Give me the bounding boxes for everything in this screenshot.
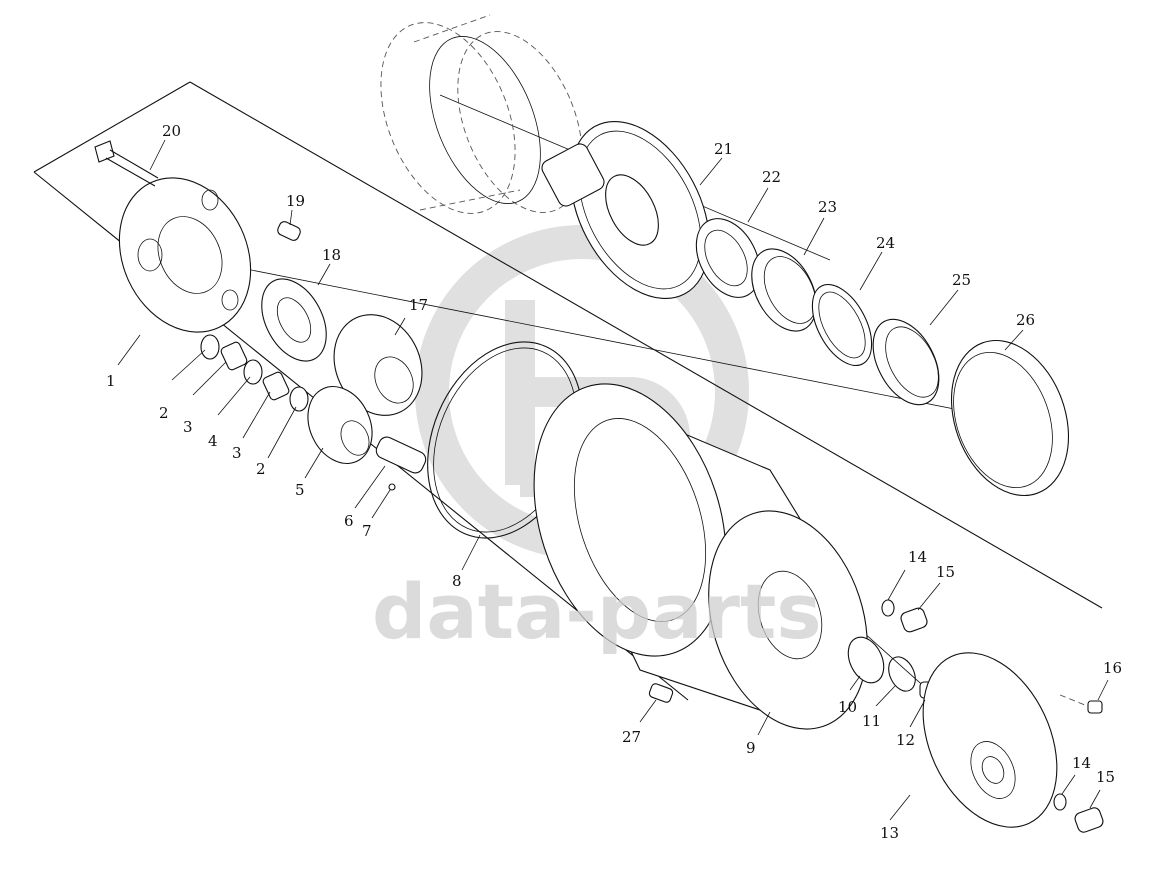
part-22-washer bbox=[695, 218, 761, 298]
callout-15: 15 bbox=[1096, 768, 1115, 786]
part-25-nut bbox=[872, 318, 940, 406]
part-18-washer bbox=[261, 278, 327, 362]
part-5-planet-gear bbox=[307, 386, 373, 464]
callout-4: 4 bbox=[208, 432, 218, 450]
callout-2: 2 bbox=[159, 404, 169, 422]
callout-18: 18 bbox=[322, 246, 341, 264]
part-27-bolt bbox=[648, 683, 674, 703]
part-13-cover bbox=[922, 652, 1058, 828]
parts-14-15-plugs-top bbox=[881, 599, 928, 633]
callout-5: 5 bbox=[295, 481, 305, 499]
leader-lines bbox=[117, 139, 1109, 821]
callout-26: 26 bbox=[1016, 311, 1035, 329]
callout-labels: 1 2 3 4 3 2 5 6 7 8 9 10 11 12 13 14 15 … bbox=[106, 122, 1122, 842]
callout-6: 6 bbox=[344, 512, 354, 530]
callout-14: 14 bbox=[1072, 754, 1091, 772]
part-24-lock-washer bbox=[811, 283, 873, 367]
callout-15: 15 bbox=[936, 563, 955, 581]
part-7-ball bbox=[388, 483, 396, 491]
callout-7: 7 bbox=[362, 522, 372, 540]
callout-19: 19 bbox=[286, 192, 305, 210]
callout-27: 27 bbox=[622, 728, 641, 746]
callout-23: 23 bbox=[818, 198, 837, 216]
callout-1: 1 bbox=[106, 372, 116, 390]
callout-16: 16 bbox=[1103, 659, 1122, 677]
part-20-bolt bbox=[94, 140, 159, 187]
callout-17: 17 bbox=[409, 296, 428, 314]
part-1-planet-carrier bbox=[118, 177, 252, 333]
callout-3: 3 bbox=[232, 444, 242, 462]
callout-21: 21 bbox=[714, 140, 733, 158]
watermark-text: data-parts bbox=[372, 567, 822, 656]
callout-9: 9 bbox=[746, 739, 756, 757]
parts-14-15-plugs-bottom bbox=[1053, 793, 1104, 833]
callout-3: 3 bbox=[183, 418, 193, 436]
callout-13: 13 bbox=[880, 824, 899, 842]
part-23-nut bbox=[751, 248, 817, 332]
callout-12: 12 bbox=[896, 731, 915, 749]
callout-22: 22 bbox=[762, 168, 781, 186]
part-9-hub-housing bbox=[533, 383, 868, 730]
part-17-planet-gear bbox=[333, 314, 423, 416]
callout-24: 24 bbox=[876, 234, 895, 252]
part-6-shaft bbox=[375, 436, 427, 474]
callout-8: 8 bbox=[452, 572, 462, 590]
callout-25: 25 bbox=[952, 271, 971, 289]
ring-gear-dashed bbox=[380, 14, 583, 214]
callout-14: 14 bbox=[908, 548, 927, 566]
callout-20: 20 bbox=[162, 122, 181, 140]
callout-11: 11 bbox=[862, 712, 881, 730]
part-21-carrier bbox=[541, 120, 710, 300]
part-26-seal-ring bbox=[950, 339, 1070, 497]
callout-2: 2 bbox=[256, 460, 266, 478]
callout-10: 10 bbox=[838, 698, 857, 716]
part-19-pin bbox=[277, 221, 301, 241]
part-16-bolt bbox=[1059, 694, 1103, 714]
